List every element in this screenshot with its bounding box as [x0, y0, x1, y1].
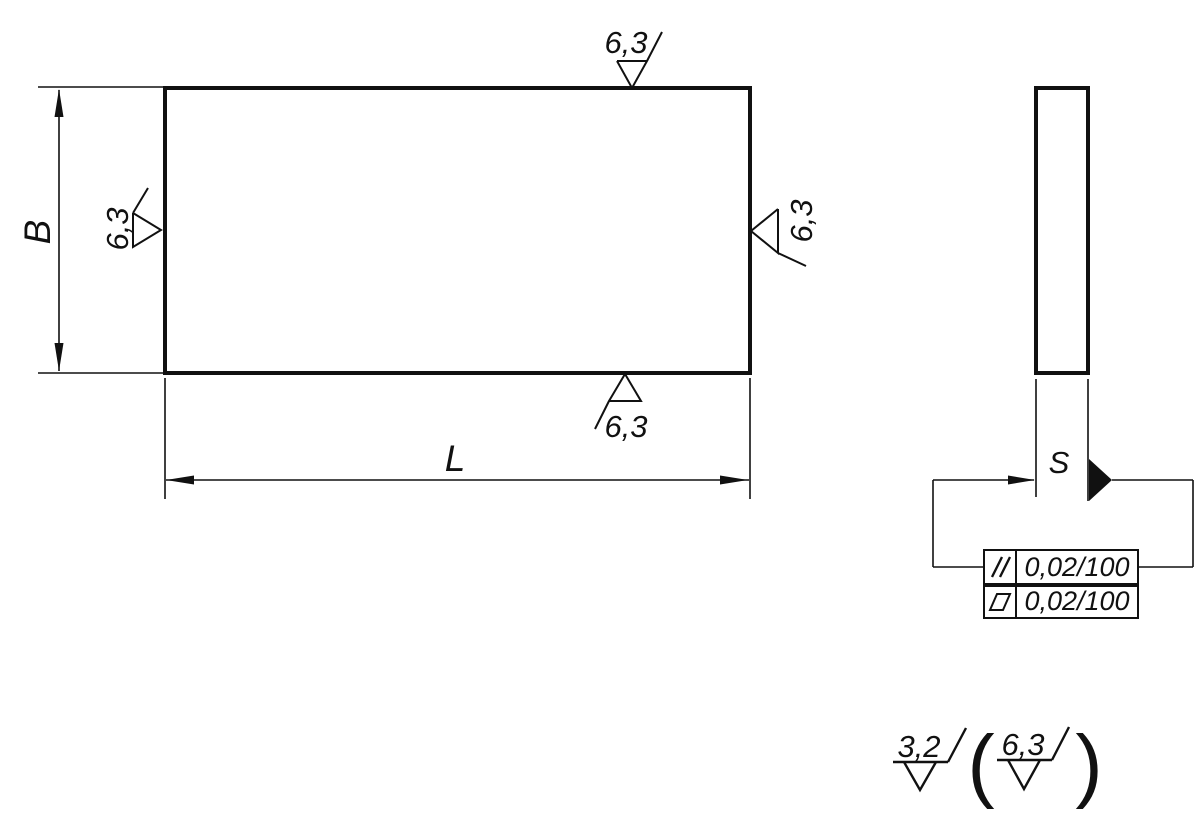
frame-border — [983, 585, 1139, 619]
roughness-check-icon — [749, 208, 807, 267]
width-dimension-label: B — [17, 220, 58, 245]
side-view — [1034, 86, 1090, 375]
frame-border — [983, 549, 1139, 585]
front-view — [163, 86, 752, 375]
roughness-value: 6,3 — [1001, 727, 1044, 762]
roughness-check-icon — [132, 187, 163, 249]
roughness-symbol-primary: 3,2 — [893, 727, 968, 793]
dimension-S: S — [932, 379, 1194, 568]
roughness-check-icon — [594, 372, 643, 430]
length-dimension-label: L — [445, 438, 466, 479]
roughness-symbol-left: 6,3 — [100, 187, 163, 251]
arrowhead-left-icon — [166, 475, 194, 485]
roughness-symbol-top: 6,3 — [604, 25, 663, 91]
plate-front-outline — [163, 86, 752, 375]
roughness-symbol-right: 6,3 — [749, 199, 819, 267]
tolerance-frame-parallelism: 0,02/100 — [983, 549, 1139, 585]
roughness-check-icon — [616, 31, 663, 91]
arrowhead-down-icon — [54, 343, 64, 371]
open-paren: ( — [967, 719, 994, 810]
dimension-L: L — [164, 378, 751, 499]
roughness-symbol-alternative: 6,3 — [997, 726, 1071, 792]
roughness-symbol-bottom: 6,3 — [594, 372, 648, 444]
parallelism-icon — [990, 556, 1012, 578]
roughness-value: 6,3 — [100, 207, 135, 250]
roughness-value: 6,3 — [604, 25, 647, 60]
roughness-value: 6,3 — [604, 409, 647, 444]
close-paren: ) — [1075, 719, 1102, 810]
flatness-icon — [988, 593, 1012, 611]
roughness-check-icon — [893, 727, 968, 793]
parallelism-tolerance-value: 0,02/100 — [1024, 552, 1129, 582]
roughness-value: 6,3 — [784, 199, 819, 242]
plate-side-outline — [1034, 86, 1090, 375]
general-roughness-note: 3,2 ( 6,3 ) — [893, 719, 1103, 810]
datum-triangle-icon — [1089, 459, 1112, 501]
dimension-B: B — [17, 86, 163, 374]
thickness-dimension-label: S — [1049, 445, 1070, 480]
arrowhead-right-icon — [1008, 475, 1035, 485]
arrowhead-up-icon — [54, 89, 64, 117]
roughness-value: 3,2 — [897, 729, 940, 764]
tolerance-frame-flatness: 0,02/100 — [983, 585, 1139, 619]
roughness-check-icon — [997, 726, 1071, 792]
flatness-tolerance-value: 0,02/100 — [1024, 586, 1129, 616]
arrowhead-right-icon — [720, 475, 748, 485]
